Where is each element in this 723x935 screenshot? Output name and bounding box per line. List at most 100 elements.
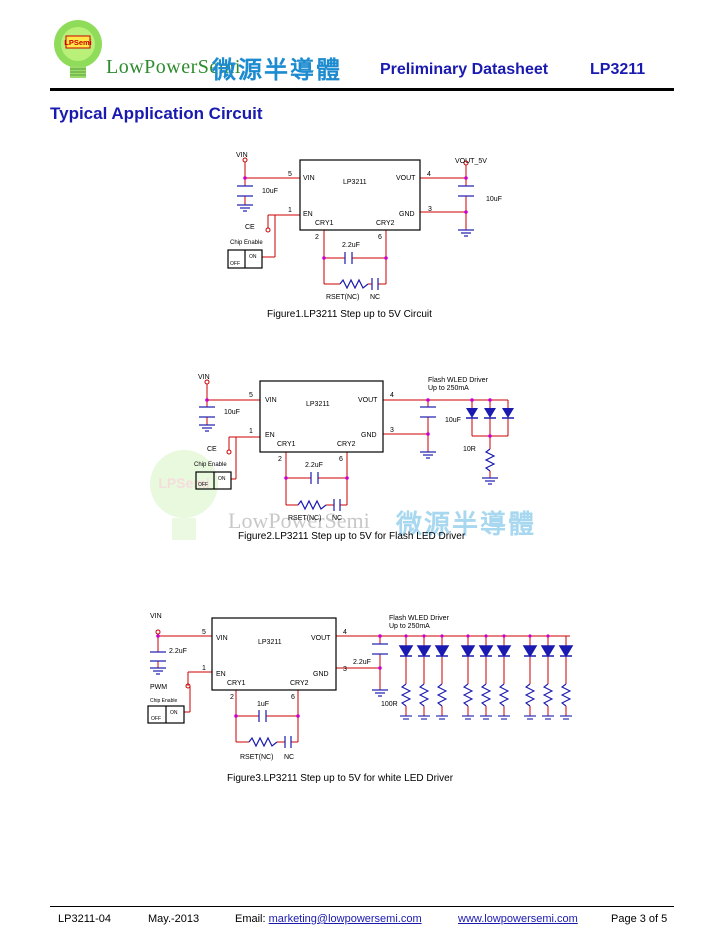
fig3-pin-cry1: CRY1 xyxy=(227,680,246,687)
fig2-pin-vout: VOUT xyxy=(358,397,378,404)
fig3-led-resistor: 100R xyxy=(381,701,398,708)
fig1-pin4: 4 xyxy=(427,171,431,178)
fig3-pin-en: EN xyxy=(216,671,226,678)
fig1-cout-value: 10uF xyxy=(486,196,502,203)
fig1-pin1: 1 xyxy=(288,207,292,214)
fig3-driver-subtitle: Up to 250mA xyxy=(389,623,430,630)
fig3-pin1: 1 xyxy=(202,665,206,672)
fig2-driver-title: Flash WLED Driver xyxy=(428,377,489,384)
brand-name: LowPowerSemi xyxy=(106,56,241,78)
figure-1-caption: Figure1.LP3211 Step up to 5V Circuit xyxy=(267,309,432,320)
footer-website-link[interactable]: www.lowpowersemi.com xyxy=(458,913,578,925)
fig2-pin1: 1 xyxy=(249,428,253,435)
fig1-rset-label: RSET(NC) xyxy=(326,294,359,301)
fig1-cin-value: 10uF xyxy=(262,188,278,195)
watermark-brand: LowPowerSemi xyxy=(228,508,370,533)
fig3-switch-on: ON xyxy=(170,710,178,716)
fig2-ic-name: LP3211 xyxy=(306,401,330,408)
fig3-nc-label: NC xyxy=(284,754,294,761)
fig2-cin-value: 10uF xyxy=(224,409,240,416)
fig1-nc-label: NC xyxy=(370,294,380,301)
fig3-ic-name: LP3211 xyxy=(258,639,282,646)
fig2-pin-cry1: CRY1 xyxy=(277,441,296,448)
footer-divider xyxy=(50,906,674,907)
fig1-ic-name: LP3211 xyxy=(343,179,367,186)
fig2-chip-enable: Chip Enable xyxy=(194,462,227,468)
fig2-rset-label: RSET(NC) xyxy=(288,515,321,522)
footer-doc-id: LP3211-04 xyxy=(58,913,112,925)
fig2-switch-on: ON xyxy=(218,476,226,482)
fig3-pin-vout: VOUT xyxy=(311,635,331,642)
fig2-pin-gnd: GND xyxy=(361,432,377,439)
fig2-pin5: 5 xyxy=(249,392,253,399)
company-logo: LPSemi xyxy=(52,14,112,84)
fig1-pin5: 5 xyxy=(288,171,292,178)
fig1-pin-vout: VOUT xyxy=(396,175,416,182)
document-type: Preliminary Datasheet xyxy=(380,61,549,78)
fig2-pin-cry2: CRY2 xyxy=(337,441,356,448)
fig2-vin-label: VIN xyxy=(198,374,210,381)
fig2-pin-vin: VIN xyxy=(265,397,277,404)
fig1-pin3: 3 xyxy=(428,206,432,213)
fig2-cout-value: 10uF xyxy=(445,417,461,424)
fig1-chip-enable: Chip Enable xyxy=(230,240,263,246)
fig3-pin-vin: VIN xyxy=(216,635,228,642)
watermark-brand-chinese: 微源半導體 xyxy=(396,509,537,539)
fig2-pin2: 2 xyxy=(278,456,282,463)
fig3-pin5: 5 xyxy=(202,629,206,636)
fig3-pin6: 6 xyxy=(291,694,295,701)
fig1-pin-en: EN xyxy=(303,211,313,218)
fig1-vin-label: VIN xyxy=(236,152,248,159)
brand-name-chinese: 微源半導體 xyxy=(212,57,342,84)
fig2-switch-off: OFF xyxy=(198,482,208,488)
fig3-switch-off: OFF xyxy=(151,716,161,722)
fig1-pin-gnd: GND xyxy=(399,211,415,218)
fig1-pin-cry2: CRY2 xyxy=(376,220,395,227)
fig2-cfly-value: 2.2uF xyxy=(305,462,323,469)
fig1-cfly-value: 2.2uF xyxy=(342,242,360,249)
fig3-cin-value: 2.2uF xyxy=(169,648,187,655)
logo-badge-text: LPSemi xyxy=(64,38,92,47)
fig1-vout-net-label: VOUT_5V xyxy=(455,158,487,165)
fig2-pin3: 3 xyxy=(390,427,394,434)
fig3-pin-gnd: GND xyxy=(313,671,329,678)
footer-email-link[interactable]: marketing@lowpowersemi.com xyxy=(268,913,422,925)
fig3-chip-enable: Chip Enable xyxy=(150,698,177,704)
fig1-pin6: 6 xyxy=(378,234,382,241)
fig2-pin-en: EN xyxy=(265,432,275,439)
fig2-ce-label: CE xyxy=(207,446,217,453)
watermark-badge-text: LPSemi xyxy=(158,475,209,491)
fig3-cfly-value: 1uF xyxy=(257,701,269,708)
header-divider xyxy=(50,88,674,91)
fig3-led-strings xyxy=(398,636,574,720)
fig2-nc-label: NC xyxy=(332,515,342,522)
fig2-pin6: 6 xyxy=(339,456,343,463)
fig3-cout-value: 2.2uF xyxy=(353,659,371,666)
fig2-pin4: 4 xyxy=(390,392,394,399)
fig2-led-array xyxy=(466,408,514,419)
section-title: Typical Application Circuit xyxy=(50,104,263,123)
fig2-led-resistor: 10R xyxy=(463,446,476,453)
fig1-ce-label: CE xyxy=(245,224,255,231)
footer-website: www.lowpowersemi.com xyxy=(458,913,578,925)
watermark-logo: LPSemi xyxy=(148,440,228,550)
fig3-vin-label: VIN xyxy=(150,613,162,620)
fig1-pin-cry1: CRY1 xyxy=(315,220,334,227)
footer-page-number: Page 3 of 5 xyxy=(611,913,668,925)
figure-2-caption: Figure2.LP3211 Step up to 5V for Flash L… xyxy=(238,531,466,542)
fig3-pin2: 2 xyxy=(230,694,234,701)
fig3-pwm-label: PWM xyxy=(150,684,167,691)
footer-email-label: Email: xyxy=(235,913,269,925)
figure-3-caption: Figure3.LP3211 Step up to 5V for white L… xyxy=(227,773,454,784)
fig3-pin-cry2: CRY2 xyxy=(290,680,309,687)
fig3-rset-label: RSET(NC) xyxy=(240,754,273,761)
fig2-driver-subtitle: Up to 250mA xyxy=(428,385,469,392)
fig3-pin4: 4 xyxy=(343,629,347,636)
part-number: LP3211 xyxy=(590,61,646,78)
fig1-pin-vin: VIN xyxy=(303,175,315,182)
fig3-pin3: 3 xyxy=(343,666,347,673)
fig1-switch-on: ON xyxy=(249,254,257,260)
